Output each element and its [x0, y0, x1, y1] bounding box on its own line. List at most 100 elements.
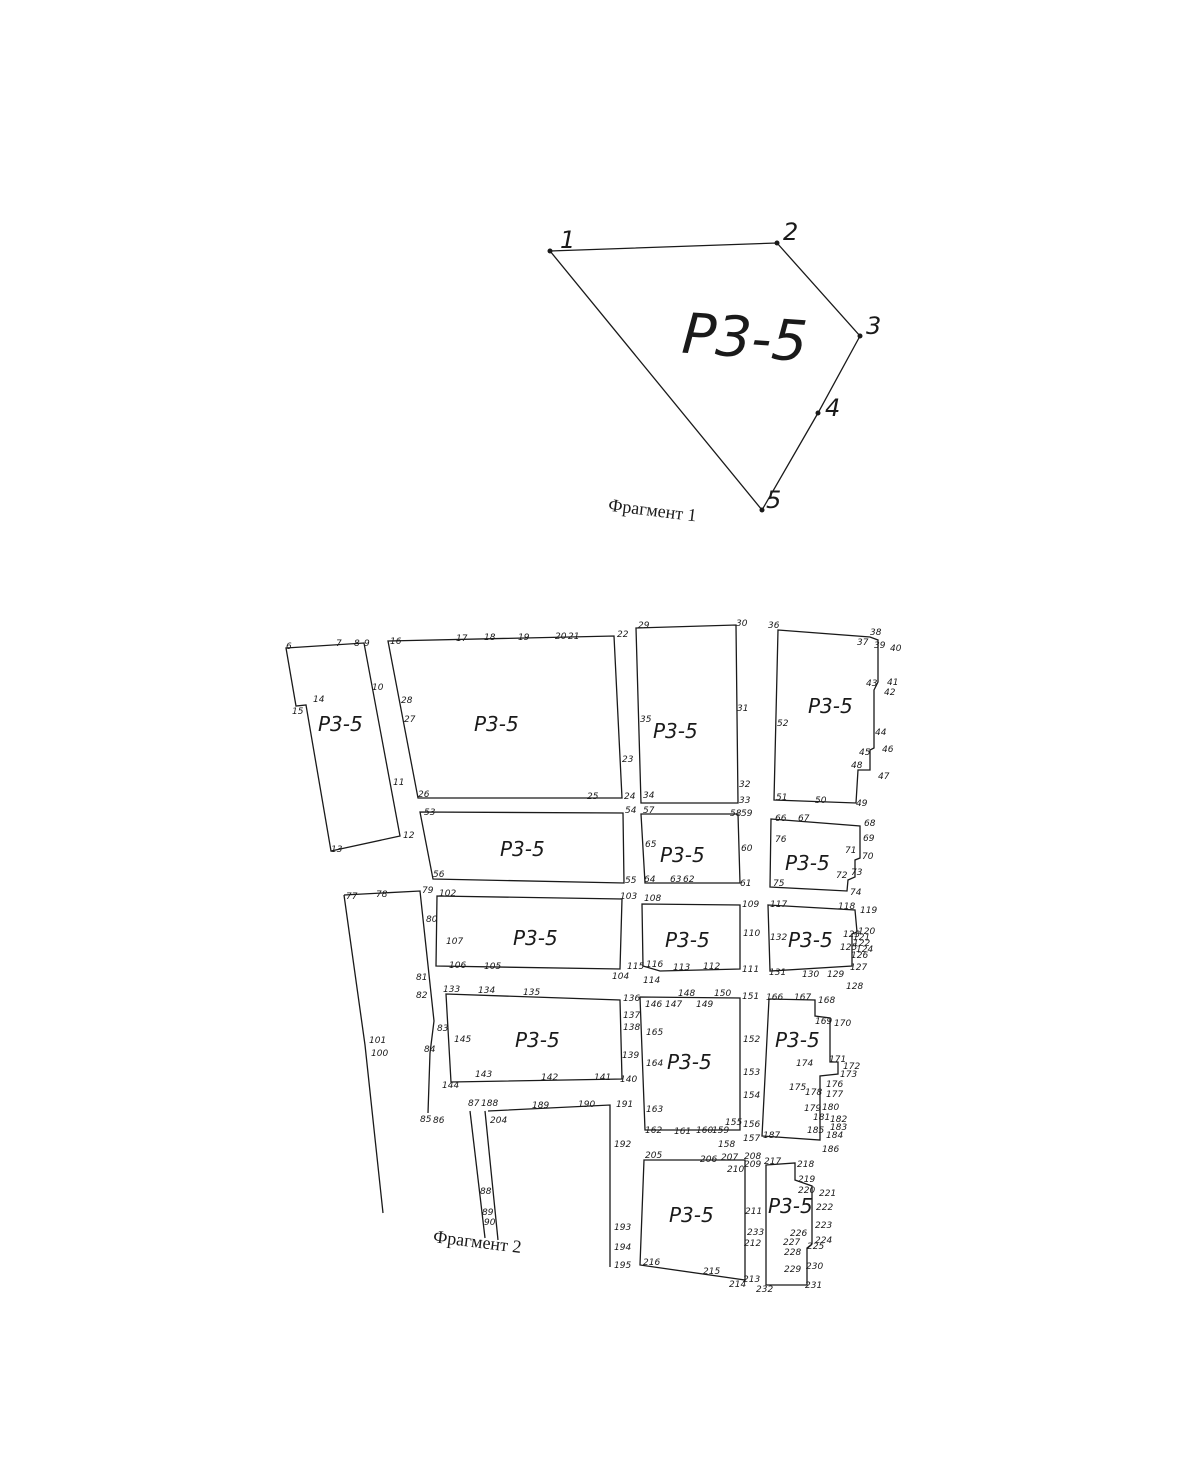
- vertex-label: 74: [850, 888, 862, 898]
- vertex-label: 190: [578, 1100, 595, 1110]
- vertex-label: 122: [853, 939, 870, 949]
- vertex-label: 142: [541, 1073, 558, 1083]
- vertex-label: 144: [442, 1081, 459, 1091]
- vertex-label: 131: [769, 968, 786, 978]
- vertex-label: 65: [645, 840, 657, 850]
- vertex-label: 120: [858, 927, 875, 937]
- fragment-1-caption: Фрагмент 1: [607, 495, 698, 526]
- vertex-label: 139: [622, 1051, 639, 1061]
- vertex-label: 103: [620, 892, 637, 902]
- vertex-label: 48: [851, 761, 863, 771]
- vertex-label: 136: [623, 994, 640, 1004]
- vertex-label: 217: [764, 1157, 781, 1167]
- vertex-label: 77: [346, 892, 358, 902]
- vertex-label: 78: [376, 890, 388, 900]
- vertex-label: 9: [364, 639, 370, 649]
- vertex-label: 82: [416, 991, 428, 1001]
- vertex-label: 63: [670, 875, 682, 885]
- vertex-label: 101: [369, 1036, 386, 1046]
- vertex-label: 105: [484, 962, 501, 972]
- vertex-label: 72: [836, 871, 848, 881]
- vertex-label: 69: [863, 834, 875, 844]
- zone-label: Р3-5: [788, 928, 833, 952]
- vertex-label: 23: [622, 755, 634, 765]
- vertex-label: 134: [478, 986, 495, 996]
- vertex-label: 125: [840, 943, 857, 953]
- vertex-label: 210: [727, 1165, 744, 1175]
- vertex-label: 164: [646, 1059, 663, 1069]
- vertex-label: 13: [331, 845, 343, 855]
- vertex-label: 173: [840, 1070, 857, 1080]
- zone-label: Р3-5: [500, 837, 545, 861]
- vertex-label: 66: [775, 814, 787, 824]
- zone-label: Р3-5: [474, 712, 519, 736]
- vertex-label: 188: [481, 1099, 498, 1109]
- vertex-label: 174: [796, 1059, 813, 1069]
- parcel-boundary: [761, 998, 839, 1141]
- vertex-label: 18: [484, 633, 496, 643]
- vertex-label: 30: [736, 619, 748, 629]
- vertex-label: 55: [625, 876, 637, 886]
- vertex-label: 126: [851, 951, 868, 961]
- fragment-2-parcel-boundaries: [285, 624, 879, 1286]
- zone-label: Р3-5: [785, 851, 830, 875]
- vertex-label: 108: [644, 894, 661, 904]
- vertex-label: 180: [822, 1103, 839, 1113]
- vertex-label: 230: [806, 1262, 823, 1272]
- vertex-label: 138: [623, 1023, 640, 1033]
- fragment-1-vertex-label: 5: [766, 486, 781, 514]
- fragment-2-caption: Фрагмент 2: [432, 1226, 523, 1257]
- vertex-label: 36: [768, 621, 780, 631]
- parcel-boundary: [285, 642, 401, 852]
- vertex-label: 104: [612, 972, 629, 982]
- parcel-boundary: [387, 635, 623, 799]
- fragment-1-vertex-label: 2: [783, 218, 798, 246]
- vertex-label: 68: [864, 819, 876, 829]
- vertex-label: 194: [614, 1243, 631, 1253]
- vertex-label: 11: [393, 778, 404, 788]
- parcel-boundary: [773, 629, 879, 804]
- vertex-label: 109: [742, 900, 759, 910]
- vertex-label: 88: [480, 1187, 492, 1197]
- vertex-label: 114: [643, 976, 660, 986]
- vertex-label: 143: [475, 1070, 492, 1080]
- vertex-label: 20: [555, 632, 567, 642]
- vertex-label: 112: [703, 962, 720, 972]
- vertex-label: 16: [390, 637, 402, 647]
- zone-label: Р3-5: [669, 1203, 714, 1227]
- vertex-label: 40: [890, 644, 902, 654]
- vertex-label: 119: [860, 906, 877, 916]
- vertex-label: 161: [674, 1127, 691, 1137]
- parcel-boundary: [767, 904, 858, 972]
- parcel-boundary: [435, 895, 623, 970]
- parcel-boundary: [487, 1104, 611, 1267]
- vertex-label: 33: [739, 796, 751, 806]
- fragment-1-vertex-marks: [547, 240, 863, 513]
- vertex-label: 137: [623, 1011, 640, 1021]
- vertex-label: 71: [845, 846, 856, 856]
- vertex-label: 187: [763, 1131, 780, 1141]
- vertex-label: 37: [857, 638, 869, 648]
- vertex-label: 166: [766, 993, 783, 1003]
- vertex-label: 135: [523, 988, 540, 998]
- vertex-label: 35: [640, 715, 652, 725]
- vertex-label: 157: [743, 1134, 760, 1144]
- vertex-label: 116: [646, 960, 663, 970]
- vertex-label: 146: [645, 1000, 662, 1010]
- vertex-label: 140: [620, 1075, 637, 1085]
- parcel-boundary: [445, 993, 623, 1083]
- vertex-label: 76: [775, 835, 787, 845]
- vertex-label: 227: [783, 1238, 800, 1248]
- fragment-1-vertex-label: 3: [866, 312, 881, 340]
- vertex-label: 181: [813, 1113, 830, 1123]
- vertex-label: 61: [740, 879, 751, 889]
- vertex-label: 58: [730, 809, 742, 819]
- vertex-label: 128: [846, 982, 863, 992]
- vertex-label: 47: [878, 772, 890, 782]
- vertex-label: 14: [313, 695, 325, 705]
- zone-label: Р3-5: [665, 928, 710, 952]
- vertex-label: 31: [737, 704, 748, 714]
- vertex-label: 10: [372, 683, 384, 693]
- vertex-label: 156: [743, 1120, 760, 1130]
